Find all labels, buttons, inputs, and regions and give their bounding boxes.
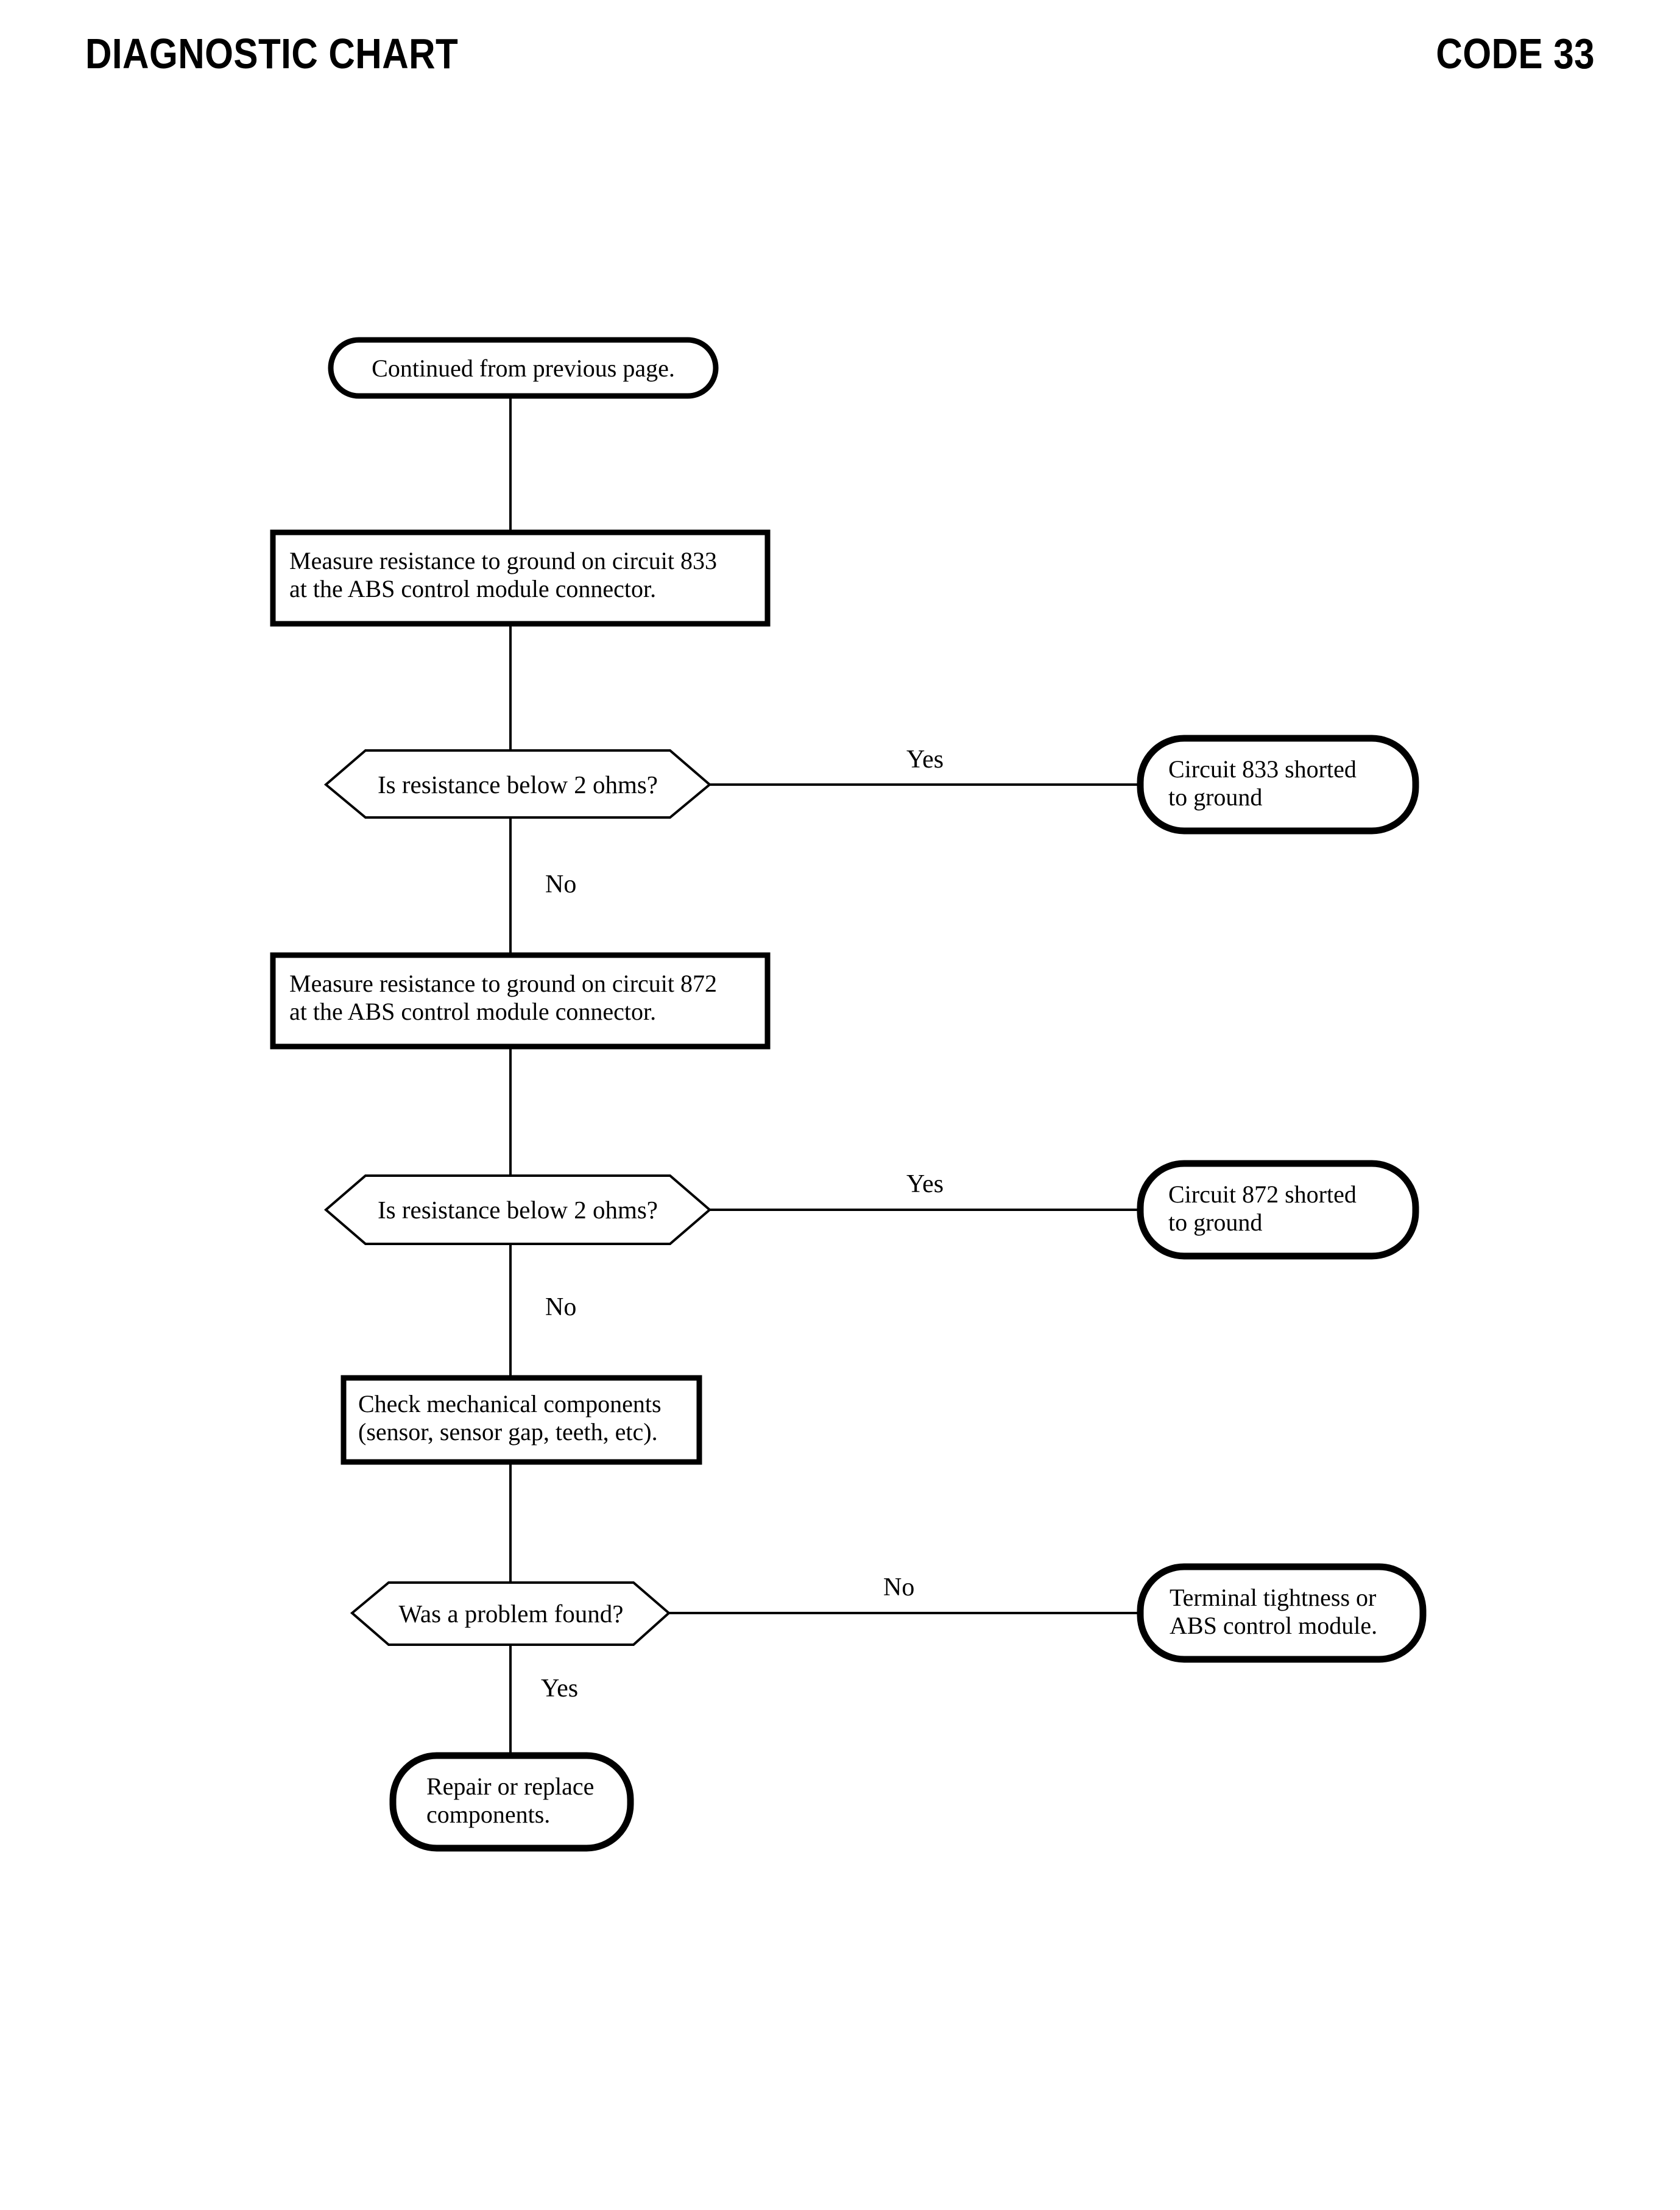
node-check-mechanical-components — [341, 1375, 702, 1465]
node-decision-resistance-872 — [323, 1174, 712, 1245]
edge-label-yes-1: Yes — [906, 746, 944, 774]
node-circuit-833-shorted-to-ground — [1137, 735, 1419, 835]
node-decision-resistance-833 — [323, 749, 712, 819]
node-continued-from-previous-page — [328, 337, 719, 399]
edge-label-yes-3: Yes — [541, 1675, 579, 1703]
edge-label-no-3: No — [883, 1573, 915, 1601]
edge-label-yes-2: Yes — [906, 1170, 944, 1198]
page-title: DIAGNOSTIC CHART — [85, 30, 459, 77]
node-measure-resistance-833 — [270, 529, 771, 627]
node-measure-resistance-872 — [270, 952, 771, 1050]
diagnostic-code-label: CODE 33 — [1436, 30, 1595, 77]
node-circuit-872-shorted-to-ground — [1137, 1160, 1419, 1260]
edge-label-no-1: No — [545, 870, 577, 898]
node-repair-or-replace-components — [389, 1752, 634, 1852]
node-terminal-tightness-or-abs-module — [1137, 1563, 1427, 1663]
edge-label-no-2: No — [545, 1293, 577, 1321]
node-decision-problem-found — [350, 1581, 671, 1646]
page-header: DIAGNOSTIC CHART CODE 33 — [0, 29, 1680, 84]
